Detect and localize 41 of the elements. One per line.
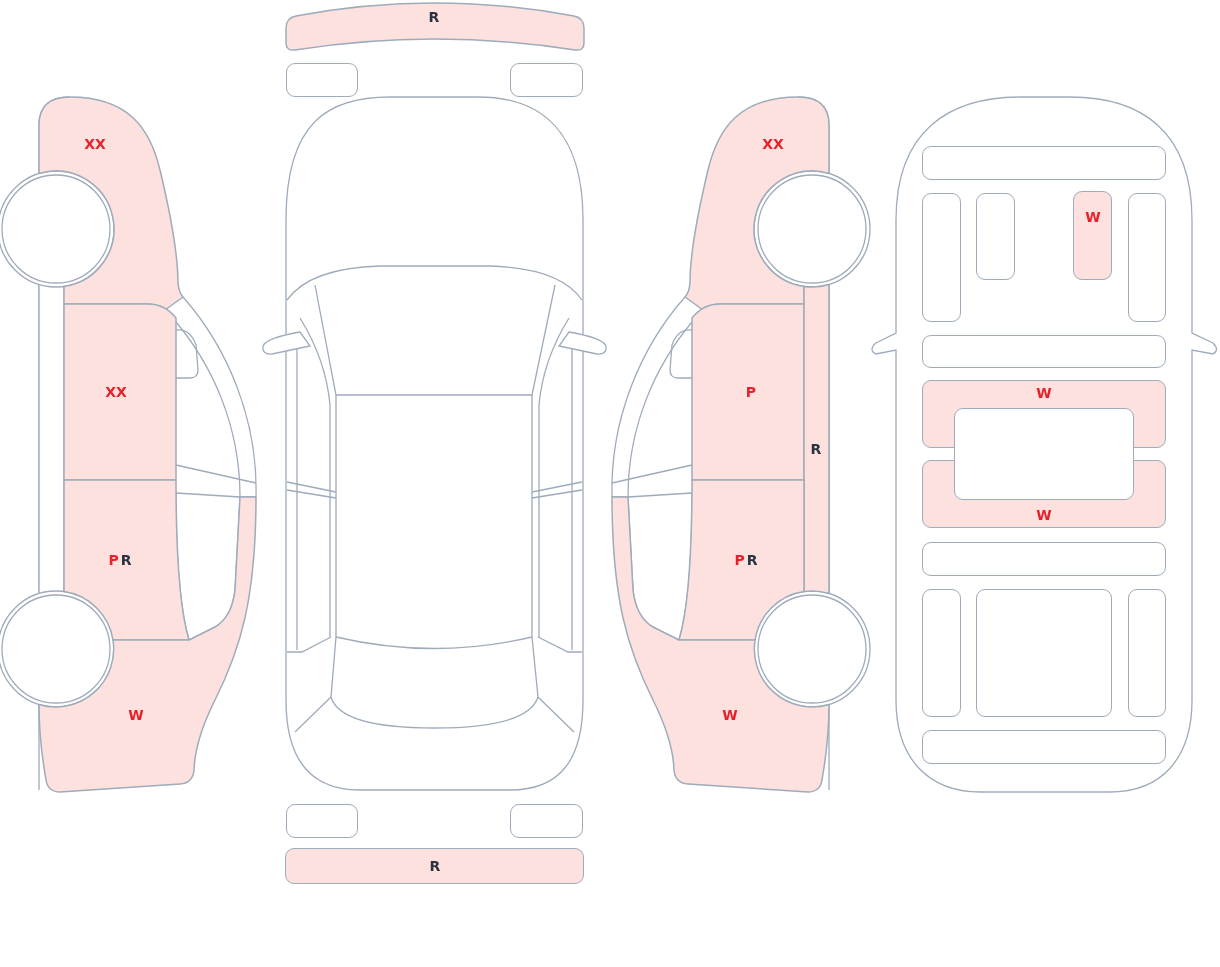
panel-outline — [922, 193, 961, 322]
damage-code: P — [108, 553, 119, 567]
panel-outline — [922, 146, 1166, 180]
panel-outline — [1128, 589, 1166, 717]
rocker-panel — [804, 284, 829, 594]
damage-code: XX — [84, 137, 106, 151]
panel-outline — [976, 193, 1015, 280]
panel-outline — [922, 589, 961, 717]
lamp-outline — [286, 804, 358, 838]
door-panel — [678, 479, 804, 641]
damage-code: R — [429, 859, 441, 873]
damage-code: W — [1085, 210, 1101, 224]
damage-code: W — [1036, 508, 1052, 522]
fender-panel — [684, 96, 829, 311]
damage-code: P — [734, 553, 745, 567]
damage-code: W — [722, 708, 738, 722]
damage-code: R — [428, 10, 440, 24]
lamp-outline — [510, 63, 583, 97]
damage-code: XX — [762, 137, 784, 151]
panel-outline — [922, 542, 1166, 576]
door-panel — [691, 303, 804, 481]
panel-outline — [976, 589, 1112, 717]
damage-code: W — [1036, 386, 1052, 400]
lamp-outline — [286, 63, 358, 97]
damage-code: XX — [105, 385, 127, 399]
glass-panel — [1073, 191, 1112, 280]
panel-outline — [922, 730, 1166, 764]
door-panel — [64, 303, 177, 481]
panel-outline — [922, 335, 1166, 368]
bumper-panel — [285, 2, 585, 52]
fender-panel — [39, 96, 184, 311]
door-panel — [64, 479, 190, 641]
damage-code: R — [810, 442, 822, 456]
damage-code: P — [745, 385, 757, 399]
damage-code: R — [746, 553, 758, 567]
bumper-panel — [285, 848, 584, 884]
lamp-outline — [510, 804, 583, 838]
panel-outline — [1128, 193, 1166, 322]
damage-code: W — [128, 708, 144, 722]
damage-code: R — [120, 553, 132, 567]
panel-outline — [954, 408, 1134, 500]
